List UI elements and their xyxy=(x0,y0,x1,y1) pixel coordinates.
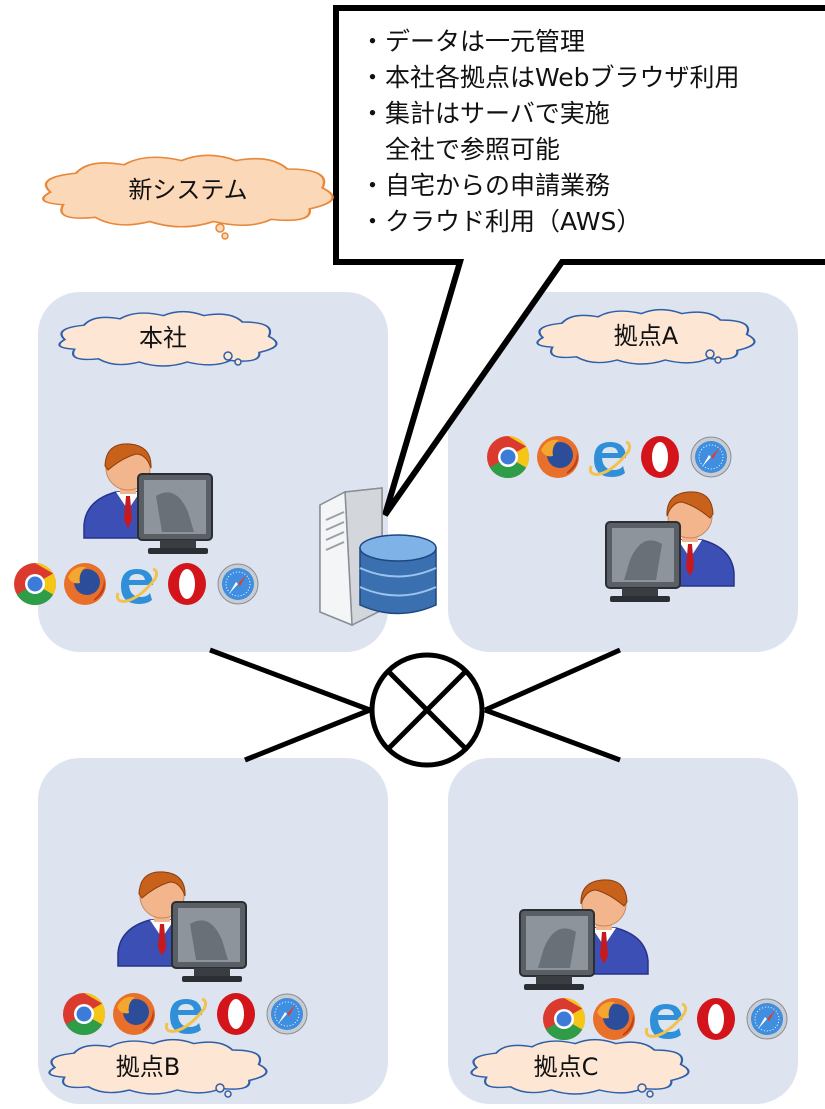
note-line-5: ・自宅からの申請業務 xyxy=(360,171,610,200)
cloud-b: 拠点B xyxy=(48,1038,268,1098)
site-label-b: 拠点B xyxy=(116,1053,180,1081)
note-line-4: 全社で参照可能 xyxy=(360,135,560,164)
network-cross xyxy=(209,647,622,768)
note-line-6: ・クラウド利用（AWS） xyxy=(360,207,641,236)
site-label-a: 拠点A xyxy=(614,322,679,350)
site-label-c: 拠点C xyxy=(534,1053,599,1081)
note-line-3: ・集計はサーバで実施 xyxy=(360,99,610,128)
callout-note: ・データは一元管理 ・本社各拠点はWebブラウザ利用 ・集計はサーバで実施 全社… xyxy=(333,5,825,517)
server-database-icon xyxy=(319,487,437,627)
note-line-2: ・本社各拠点はWebブラウザ利用 xyxy=(360,63,740,92)
site-panel-honsha xyxy=(38,292,388,652)
note-line-1: ・データは一元管理 xyxy=(360,27,585,56)
cloud-a: 拠点A xyxy=(536,308,756,366)
site-label-honsha: 本社 xyxy=(139,324,187,352)
system-cloud: 新システム xyxy=(41,154,334,240)
system-label: 新システム xyxy=(128,176,247,204)
cloud-honsha: 本社 xyxy=(58,310,278,368)
cloud-c: 拠点C xyxy=(470,1038,690,1098)
